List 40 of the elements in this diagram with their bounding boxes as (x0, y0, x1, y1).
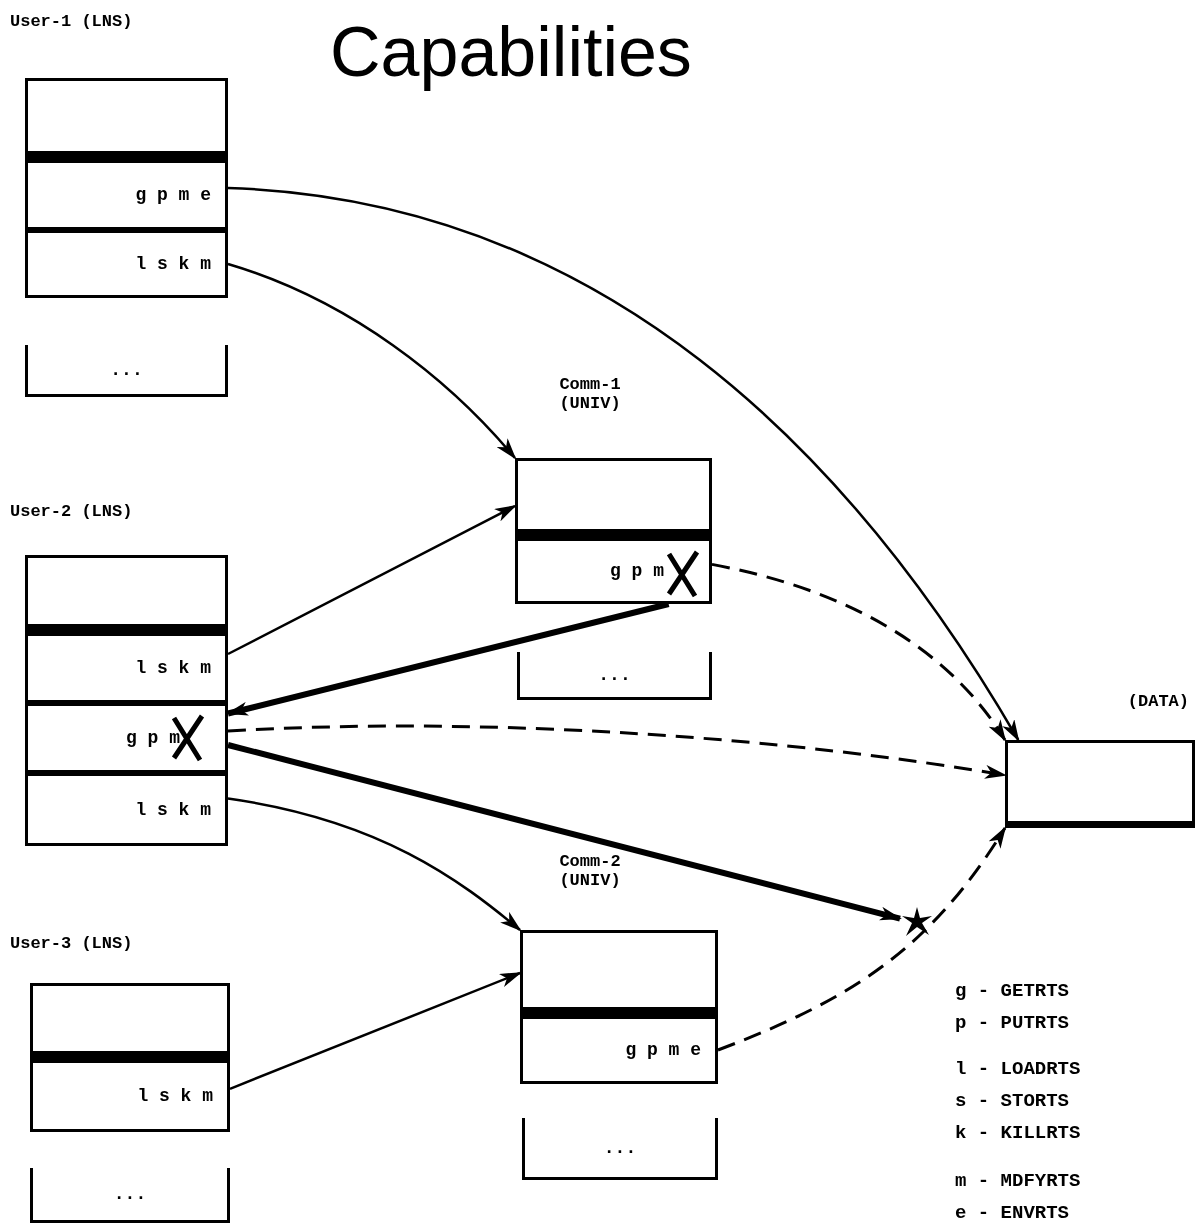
capability-row: g p m (515, 538, 712, 604)
key-entry: p - PUTRTS (955, 1012, 1070, 1034)
capability-row: l s k m (30, 1060, 230, 1132)
capability-row: g p m (25, 703, 228, 773)
stack-heading: (DATA) (1127, 692, 1189, 711)
continuation-slot: ... (517, 652, 712, 700)
key-entry: g - GETRTS (955, 980, 1070, 1002)
arrow (229, 971, 522, 1090)
empty-slot (30, 983, 230, 1060)
arrow (227, 724, 1007, 779)
key-entry: s - STORTS (955, 1090, 1070, 1112)
stack-heading: User-2 (LNS) (10, 502, 133, 521)
arrow (227, 504, 517, 656)
arrow (717, 826, 1007, 1052)
stack-heading: Comm-1 (UNIV) (558, 375, 622, 413)
arrow (227, 186, 1020, 742)
arrow (227, 262, 517, 460)
capability-row: g p m e (520, 1016, 718, 1084)
capability-row: l s k m (25, 230, 228, 298)
capability-row: l s k m (25, 633, 228, 703)
continuation-slot: ... (25, 345, 228, 397)
arrow (711, 562, 1007, 742)
capability-row: l s k m (25, 773, 228, 846)
continuation-slot: ... (522, 1118, 718, 1180)
capability-row: g p m e (25, 160, 228, 230)
key-entry: m - MDFYRTS (955, 1170, 1081, 1192)
key-entry: l - LOADRTS (955, 1058, 1081, 1080)
stack-heading: User-1 (LNS) (10, 12, 133, 31)
stack-heading: Comm-2 (UNIV) (558, 852, 622, 890)
empty-slot (25, 78, 228, 160)
stack-heading: User-3 (LNS) (10, 934, 133, 953)
empty-slot (520, 930, 718, 1016)
arrow (227, 797, 522, 932)
key-entry: e - ENVRTS (955, 1202, 1070, 1224)
empty-slot (515, 458, 712, 538)
title: Capabilities (330, 12, 692, 92)
arrow (227, 742, 902, 922)
continuation-slot: ... (30, 1168, 230, 1223)
key-entry: k - KILLRTS (955, 1122, 1081, 1144)
empty-slot (25, 555, 228, 633)
